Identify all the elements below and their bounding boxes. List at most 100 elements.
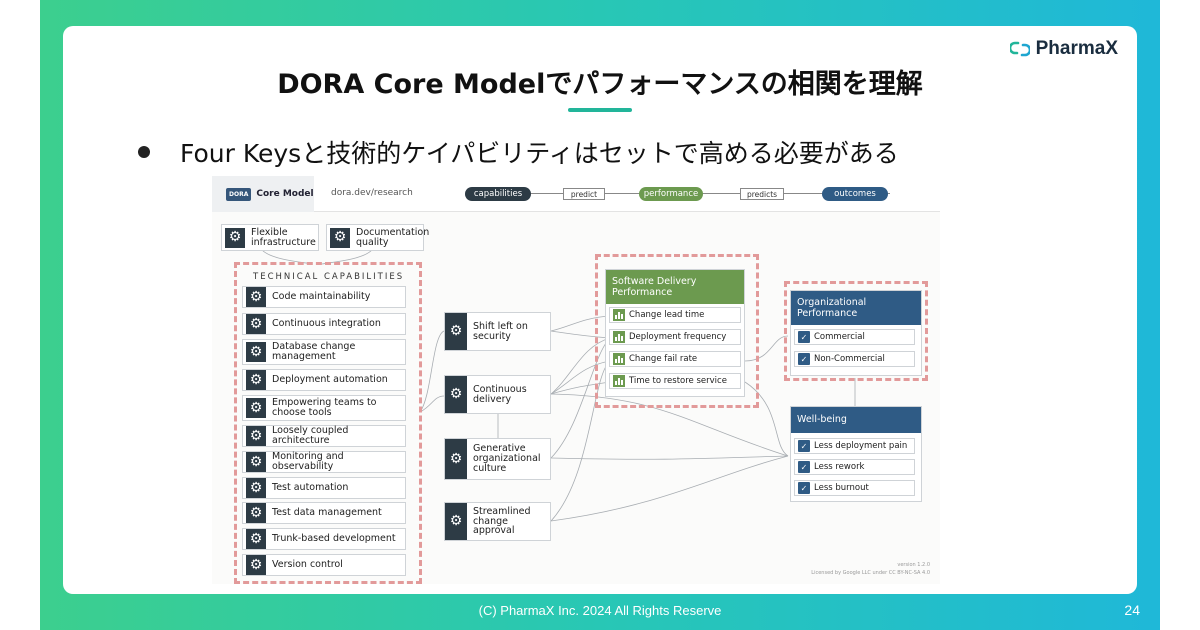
gear-icon: ⚙ <box>445 439 467 479</box>
outcome-commercial: ✓ Commercial <box>794 329 915 345</box>
capability-shift-left-security: ⚙ Shift left on security <box>444 312 551 351</box>
gear-icon: ⚙ <box>246 426 266 446</box>
dora-tab: DORA Core Model <box>212 176 314 212</box>
pharmax-logo-text: PharmaX <box>1035 38 1118 59</box>
technical-capabilities-title: TECHNICAL CAPABILITIES <box>253 272 405 282</box>
capability-label: Flexible infrastructure <box>251 226 316 248</box>
gear-icon: ⚙ <box>445 503 467 540</box>
capability-continuous-integration: ⚙ Continuous integration <box>242 313 406 335</box>
flow-capabilities-pill: capabilities <box>465 187 531 201</box>
flow-outcomes-pill: outcomes <box>822 187 888 201</box>
metric-change-lead-time: Change lead time <box>609 307 741 323</box>
capability-label: Test data management <box>272 507 382 519</box>
capability-label: Monitoring and observability <box>272 451 344 472</box>
gear-icon: ⚙ <box>246 398 266 418</box>
capability-code-maintainability: ⚙ Code maintainability <box>242 286 406 308</box>
gear-icon: ⚙ <box>246 342 266 362</box>
check-circle-icon: ✓ <box>798 440 810 452</box>
capability-trunk-based-development: ⚙ Trunk-based development <box>242 528 406 550</box>
check-circle-icon: ✓ <box>798 482 810 494</box>
capability-label: Database change management <box>272 341 356 362</box>
gear-icon: ⚙ <box>445 376 467 413</box>
capability-continuous-delivery: ⚙ Continuous delivery <box>444 375 551 414</box>
outcome-label: Commercial <box>814 332 865 342</box>
flow-line <box>530 193 890 194</box>
dora-tab-label: Core Model <box>256 189 314 199</box>
flow-predict-label: predict <box>563 188 605 200</box>
gear-icon: ⚙ <box>225 227 245 248</box>
check-circle-icon: ✓ <box>798 331 810 343</box>
bar-chart-icon <box>613 309 625 321</box>
dora-url: dora.dev/research <box>331 188 413 198</box>
gear-icon: ⚙ <box>246 314 266 334</box>
capability-label: Deployment automation <box>272 374 388 386</box>
metric-deployment-frequency: Deployment frequency <box>609 329 741 345</box>
flow-performance-pill: performance <box>639 187 703 201</box>
pharmax-logo-icon <box>1009 41 1030 57</box>
capability-label: Continuous integration <box>272 318 381 330</box>
dora-core-model-diagram: DORA Core Model dora.dev/research capabi… <box>212 176 940 584</box>
capability-flexible-infrastructure: ⚙ Flexible infrastructure <box>221 224 319 251</box>
capability-database-change-management: ⚙ Database change management <box>242 339 406 365</box>
capability-empowering-teams: ⚙ Empowering teams to choose tools <box>242 395 406 421</box>
outcome-label: Non-Commercial <box>814 354 885 364</box>
bullet-point: Four Keysと技術的ケイパビリティはセットで高める必要がある <box>138 134 899 170</box>
copyright-footer: (C) PharmaX Inc. 2024 All Rights Reserve <box>478 603 722 618</box>
capability-label: Generative organizational culture <box>473 443 541 474</box>
outcome-less-burnout: ✓ Less burnout <box>794 480 915 496</box>
capability-label: Version control <box>272 559 343 571</box>
capability-version-control: ⚙ Version control <box>242 554 406 576</box>
outcome-label: Less burnout <box>814 483 869 493</box>
check-circle-icon: ✓ <box>798 353 810 365</box>
software-delivery-title: Software Delivery Performance <box>606 270 744 304</box>
gear-icon: ⚙ <box>246 503 266 523</box>
bar-chart-icon <box>613 375 625 387</box>
organizational-title: Organizational Performance <box>791 291 921 325</box>
diagram-topbar: DORA Core Model dora.dev/research capabi… <box>212 176 940 212</box>
capability-label: Empowering teams to choose tools <box>272 397 377 418</box>
gear-icon: ⚙ <box>246 529 266 549</box>
capability-deployment-automation: ⚙ Deployment automation <box>242 369 406 391</box>
metric-change-fail-rate: Change fail rate <box>609 351 741 367</box>
gear-icon: ⚙ <box>246 478 266 498</box>
capability-label: Loosely coupled architecture <box>272 425 349 446</box>
gear-icon: ⚙ <box>445 313 467 350</box>
capability-loosely-coupled-architecture: ⚙ Loosely coupled architecture <box>242 425 406 447</box>
gear-icon: ⚙ <box>246 370 266 390</box>
slide-title: DORA Core Modelでパフォーマンスの相関を理解 <box>277 69 923 100</box>
metric-label: Change lead time <box>629 310 705 320</box>
title-underline <box>568 108 632 112</box>
metric-time-to-restore: Time to restore service <box>609 373 741 389</box>
pharmax-logo: PharmaX <box>1009 38 1118 60</box>
gear-icon: ⚙ <box>330 227 350 248</box>
bullet-dot <box>138 146 150 158</box>
capability-test-automation: ⚙ Test automation <box>242 477 406 499</box>
gear-icon: ⚙ <box>246 287 266 307</box>
page-number: 24 <box>1124 602 1140 618</box>
metric-label: Change fail rate <box>629 354 698 364</box>
capability-generative-culture: ⚙ Generative organizational culture <box>444 438 551 480</box>
capability-monitoring-observability: ⚙ Monitoring and observability <box>242 451 406 473</box>
capability-label: Trunk-based development <box>272 533 396 545</box>
software-delivery-highlight <box>595 254 759 408</box>
wellbeing-title: Well-being <box>791 407 921 433</box>
capability-label: Streamlined change approval <box>473 505 531 537</box>
organizational-highlight <box>784 281 928 381</box>
capability-label: Shift left on security <box>473 320 528 342</box>
capability-label: Documentation quality <box>356 226 430 248</box>
outcome-less-deployment-pain: ✓ Less deployment pain <box>794 438 915 454</box>
capability-test-data-management: ⚙ Test data management <box>242 502 406 524</box>
capability-label: Code maintainability <box>272 291 371 303</box>
bar-chart-icon <box>613 331 625 343</box>
diagram-license: Licensed by Google LLC under CC BY-NC-SA… <box>811 570 930 576</box>
gear-icon: ⚙ <box>246 555 266 575</box>
outcome-label: Less deployment pain <box>814 441 908 451</box>
diagram-version: version 1.2.0 <box>897 562 930 568</box>
technical-capabilities-highlight <box>234 262 422 584</box>
bullet-text: Four Keysと技術的ケイパビリティはセットで高める必要がある <box>180 139 899 168</box>
metric-label: Time to restore service <box>629 376 727 386</box>
outcome-less-rework: ✓ Less rework <box>794 459 915 475</box>
metric-label: Deployment frequency <box>629 332 727 342</box>
capability-label: Test automation <box>272 482 349 494</box>
outcome-label: Less rework <box>814 462 865 472</box>
